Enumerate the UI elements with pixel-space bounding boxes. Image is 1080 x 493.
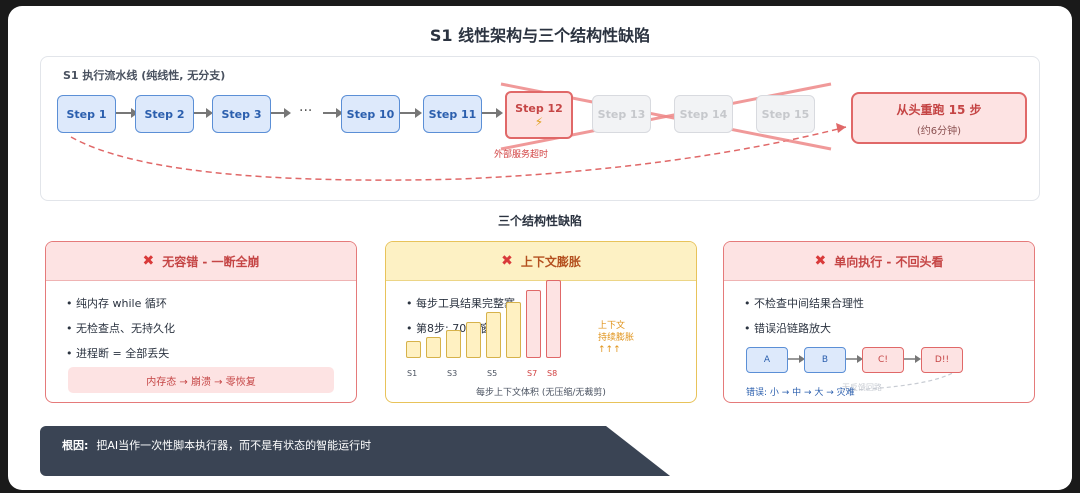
card-header: ✖ 无容错 - 一断全崩 <box>46 242 356 281</box>
error-amplify-text: 错误: 小 → 中 → 大 → 灾难 <box>746 388 855 398</box>
ellipsis: ··· <box>299 103 313 119</box>
bullet: • 不检查中间结果合理性 <box>744 297 864 310</box>
context-bar <box>406 341 421 358</box>
bullet: • 第8步: 70% 窗 <box>406 320 491 336</box>
restart-subtitle: (约6分钟) <box>916 126 962 137</box>
section-subtitle: 三个结构性缺陷 <box>497 214 582 228</box>
context-bar <box>486 312 501 358</box>
step-11: Step 11 <box>423 95 482 133</box>
root-cause-text: 根因: 把AI当作一次性脚本执行器，而不是有状态的智能运行时 <box>62 437 371 453</box>
flow-node-c: C! <box>862 347 904 373</box>
timeout-label: 外部服务超时 <box>494 150 549 160</box>
restart-box: 从头重跑 15 步 (约6分钟) <box>851 92 1027 144</box>
bullet: • 每步工具结果完整塞 <box>406 297 515 310</box>
step-12-failed: Step 12 ⚡ <box>505 91 573 139</box>
step-15-ghost: Step 15 <box>756 95 815 133</box>
card-no-fault-tolerance: ✖ 无容错 - 一断全崩 • 纯内存 while 循环 • 无检查点、无持久化 … <box>45 241 357 403</box>
arrow <box>271 108 291 118</box>
x-icon: ✖ <box>814 253 827 269</box>
root-cause-bar: 根因: 把AI当作一次性脚本执行器，而不是有状态的智能运行时 <box>40 426 680 476</box>
context-bar <box>506 302 521 358</box>
card-header: ✖ 单向执行 - 不回头看 <box>724 242 1034 281</box>
step-14-ghost: Step 14 <box>674 95 733 133</box>
context-bar <box>526 290 541 358</box>
torn-corner <box>598 426 1072 490</box>
bar-label: S5 <box>487 369 498 378</box>
card-title: 无容错 - 一断全崩 <box>162 254 260 269</box>
failed-step-label: Step 12 <box>515 101 563 115</box>
card-header: ✖ 上下文膨胀 <box>386 242 696 281</box>
bullet-tail: 窗 <box>480 322 491 335</box>
arrow <box>400 108 422 118</box>
root-cause-body: 把AI当作一次性脚本执行器，而不是有状态的智能运行时 <box>96 439 372 452</box>
bar-label: S3 <box>447 369 458 378</box>
card-context-bloat: ✖ 上下文膨胀 • 每步工具结果完整塞 • 第8步: 70% 窗 S1 S3 S5 S… <box>385 241 697 403</box>
flow-node-d: D!! <box>921 347 963 373</box>
x-icon: ✖ <box>142 253 155 269</box>
pipeline-panel: S1 执行流水线 (纯线性, 无分支) Step 1 Step 2 Step 3… <box>40 56 1040 201</box>
bullet: • 进程断 = 全部丢失 <box>66 347 170 360</box>
card-title: 单向执行 - 不回头看 <box>834 254 944 269</box>
flow-node-a: A <box>746 347 788 373</box>
step-2: Step 2 <box>135 95 194 133</box>
bullet: • 纯内存 while 循环 <box>66 297 167 310</box>
context-bar <box>546 280 561 358</box>
context-bar <box>446 330 461 358</box>
bar-label: S7 <box>527 369 538 378</box>
card-one-way-execution: ✖ 单向执行 - 不回头看 • 不检查中间结果合理性 • 错误沿链路放大 A B… <box>723 241 1035 403</box>
arrow <box>482 108 503 118</box>
bullet: • 错误沿链路放大 <box>744 322 831 335</box>
root-cause-label: 根因: <box>62 439 89 452</box>
bar-label: S1 <box>407 369 418 378</box>
flow-node-b: B <box>804 347 846 373</box>
arrow <box>194 108 213 118</box>
lightning-icon: ⚡ <box>534 114 544 129</box>
pipeline-label: S1 执行流水线 (纯线性, 无分支) <box>63 69 226 82</box>
no-feedback-label: 无反馈回路 <box>842 383 882 392</box>
step-1: Step 1 <box>57 95 116 133</box>
x-icon: ✖ <box>501 253 513 269</box>
context-bar <box>426 337 441 358</box>
card-title: 上下文膨胀 <box>520 254 581 269</box>
chart-caption: 每步上下文体积 (无压缩/无裁剪) <box>476 388 606 398</box>
inflate-note: 上下文 持续膨胀 ↑↑↑ <box>598 321 635 355</box>
step-13-ghost: Step 13 <box>592 95 651 133</box>
bar-label: S8 <box>547 369 558 378</box>
step-10: Step 10 <box>341 95 400 133</box>
diagram-frame: S1 线性架构与三个结构性缺陷 S1 执行流水线 (纯线性, 无分支) Step… <box>8 6 1072 490</box>
context-bar <box>466 322 481 358</box>
arrow <box>116 108 138 118</box>
step-3: Step 3 <box>212 95 271 133</box>
flow-arrows <box>787 355 963 391</box>
restart-path <box>70 126 847 181</box>
page-title: S1 线性架构与三个结构性缺陷 <box>429 26 651 45</box>
restart-arrowhead <box>836 123 846 133</box>
restart-title: 从头重跑 15 步 <box>896 103 982 117</box>
arrow <box>323 108 343 118</box>
bullet: • 无检查点、无持久化 <box>66 322 175 335</box>
crash-pill: 内存态 → 崩溃 → 零恢复 <box>68 367 334 393</box>
